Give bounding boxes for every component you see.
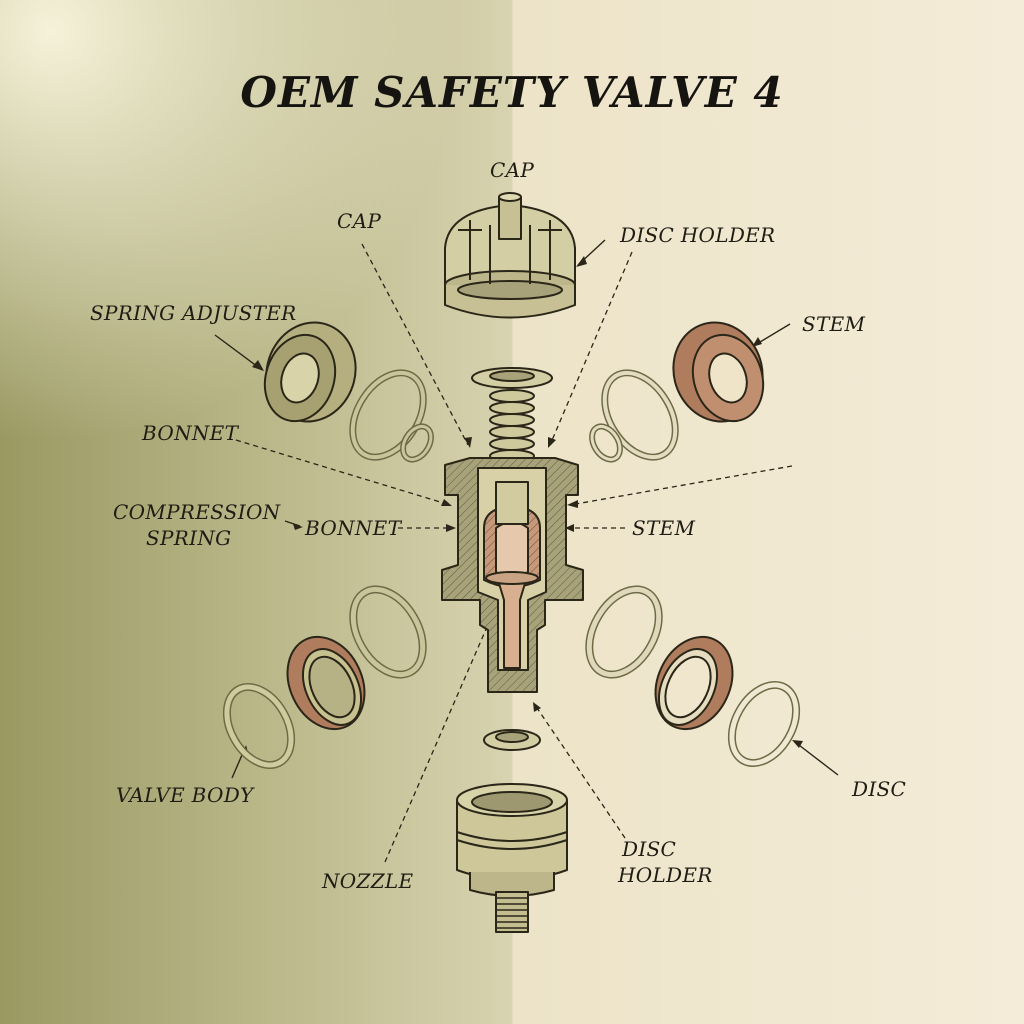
lower-right-rings <box>585 585 801 767</box>
compression-spring-part <box>471 367 553 463</box>
cap-part <box>444 192 576 319</box>
spring-adjuster-ring <box>263 321 357 423</box>
label-disc-holder-bottom-line1: DISC <box>622 837 677 861</box>
label-spring-adjuster: SPRING ADJUSTER <box>90 301 297 325</box>
label-stem-top: STEM <box>802 312 866 336</box>
label-disc-holder-top: DISC HOLDER <box>620 223 776 247</box>
lower-left-rings <box>222 585 427 769</box>
label-bonnet-center: BONNET <box>305 516 402 540</box>
disc-washer <box>483 729 541 751</box>
right-upper-rings <box>589 369 679 463</box>
valve-body-section <box>441 457 584 693</box>
stem-ring <box>672 321 765 423</box>
label-nozzle: NOZZLE <box>322 869 414 893</box>
label-compression-spring-line2: SPRING <box>146 526 232 550</box>
label-cap-top: CAP <box>490 158 535 182</box>
label-stem-center: STEM <box>632 516 696 540</box>
diagram-title: OEM SAFETY VALVE 4 <box>240 68 784 117</box>
label-disc: DISC <box>852 777 907 801</box>
nozzle-part <box>456 783 568 933</box>
label-cap-left: CAP <box>337 209 382 233</box>
leader-lines <box>235 243 793 863</box>
label-bonnet-left: BONNET <box>142 421 239 445</box>
arrow-lines <box>214 239 839 779</box>
label-compression-spring-line1: COMPRESSION <box>113 500 281 524</box>
label-disc-holder-bottom-line2: HOLDER <box>618 863 713 887</box>
left-upper-rings <box>349 369 434 463</box>
label-valve-body: VALVE BODY <box>116 783 254 807</box>
